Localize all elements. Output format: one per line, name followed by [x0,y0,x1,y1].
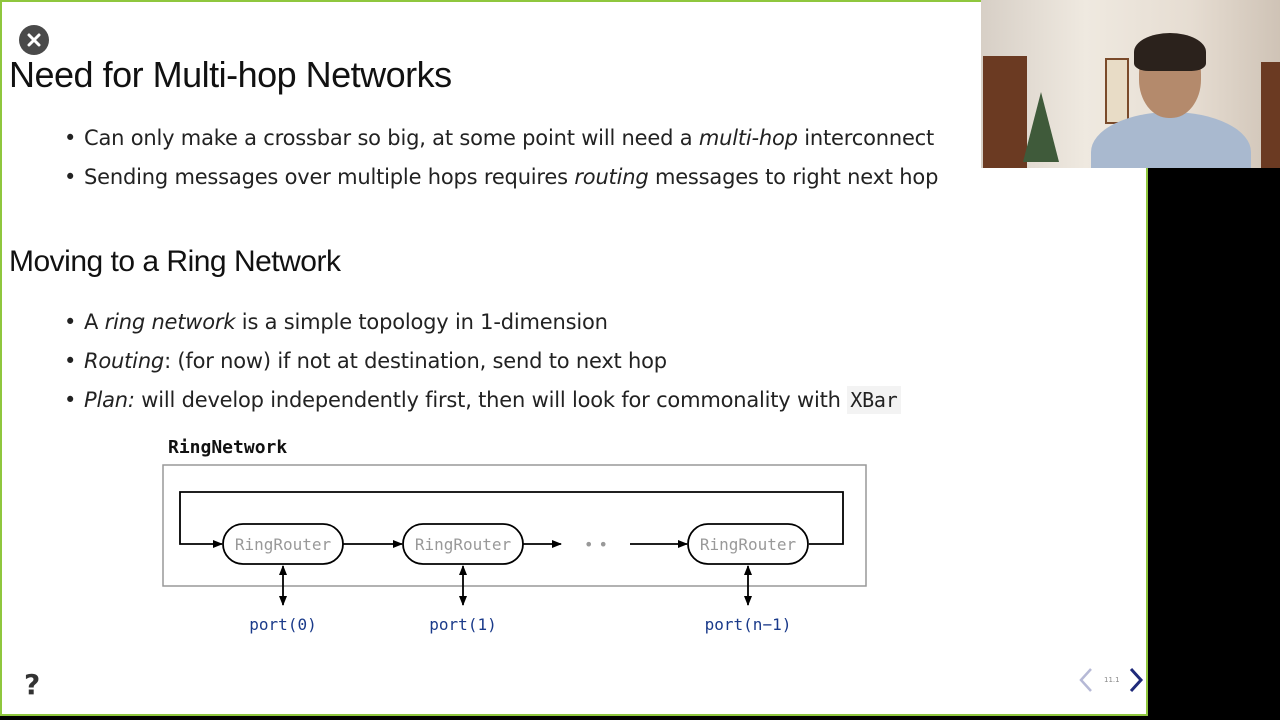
chevron-right-icon [1129,667,1144,693]
webcam-person-hair [1134,33,1206,71]
bullet-item: Sending messages over multiple hops requ… [64,158,938,197]
port-label-1: port(1) [429,615,496,634]
webcam-door-right [1261,62,1280,168]
bullet-item: Plan: will develop independently first, … [64,381,901,420]
ellipsis: • • [584,535,608,554]
code-xbar: XBar [847,386,901,414]
webcam-door-left [983,56,1027,168]
prev-slide-button[interactable] [1076,666,1096,698]
bullet-item: Can only make a crossbar so big, at some… [64,119,938,158]
bullet-item: A ring network is a simple topology in 1… [64,303,901,342]
ring-feedback-wire [179,491,844,548]
webcam-person-body [1091,112,1251,168]
bullet-list-ring: A ring network is a simple topology in 1… [64,303,901,420]
bullet-list-multihop: Can only make a crossbar so big, at some… [64,119,938,197]
router-label-0: RingRouter [235,535,332,554]
diagram-title: RingNetwork [168,437,288,458]
webcam-picture-frame [1105,58,1129,124]
port-label-0: port(0) [249,615,316,634]
router-label-2: RingRouter [700,535,797,554]
router-label-1: RingRouter [415,535,512,554]
port-label-2: port(n−1) [705,615,792,634]
close-icon [27,33,41,47]
close-slide-button[interactable] [19,25,49,55]
ring-network-diagram: RingRouter RingRouter RingRouter • • por… [162,464,867,634]
slide: Need for Multi-hop Networks Can only mak… [0,0,1148,716]
bullet-item: Routing: (for now) if not at destination… [64,342,901,381]
chevron-left-icon [1079,668,1092,692]
slide-number: 11.1 [1104,676,1120,684]
webcam-feed [981,0,1280,168]
webcam-plant [1023,92,1059,162]
router-2 [687,523,809,565]
help-button[interactable]: ? [24,668,41,701]
ring-network-box [162,464,867,587]
next-slide-button[interactable] [1126,666,1146,698]
section-heading: Moving to a Ring Network [9,245,341,278]
slide-title: Need for Multi-hop Networks [9,54,452,95]
